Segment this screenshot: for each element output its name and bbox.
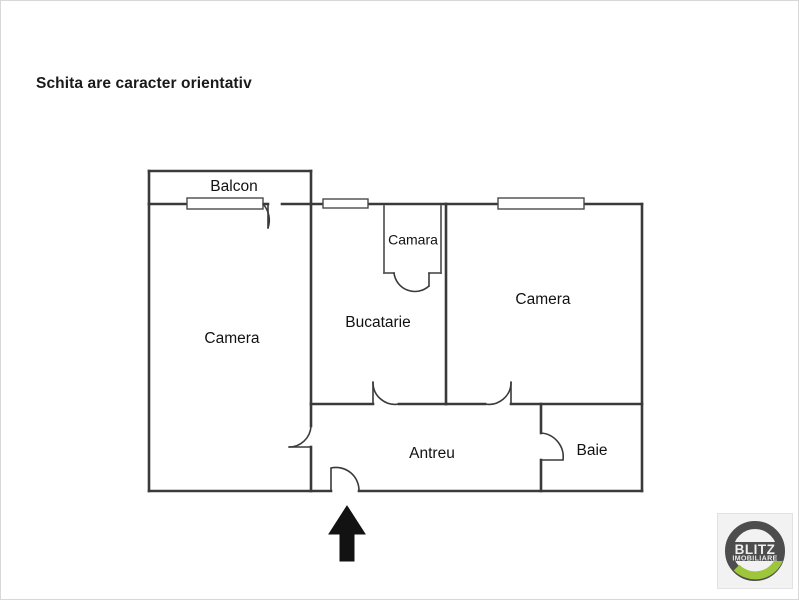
room-label-camera-left: Camera — [204, 330, 260, 347]
logo-text-plate — [727, 542, 783, 561]
room-label-camera-right: Camera — [515, 291, 571, 308]
room-label-camara: Camara — [388, 232, 438, 248]
camera-right-door-arc — [484, 381, 512, 406]
room-label-antreu: Antreu — [409, 445, 455, 462]
bucatarie-window-icon — [322, 198, 369, 209]
logo-graphic: BLITZ IMOBILIARE — [725, 521, 785, 581]
page-title: Schita are caracter orientativ — [36, 75, 252, 92]
logo-subtitle-text: IMOBILIARE — [732, 553, 777, 562]
balcon-door-arc — [262, 203, 271, 229]
entrance-arrow — [328, 505, 366, 562]
balcon-window-icon — [186, 197, 264, 210]
room-label-balcon: Balcon — [210, 178, 257, 195]
camera-window-icon — [497, 197, 585, 210]
baie-door-arc — [540, 432, 564, 461]
structural-walls — [147, 169, 644, 493]
logo-accent-arc — [733, 556, 784, 580]
camara-walls — [383, 205, 442, 274]
camera-left-door-arc — [288, 425, 312, 448]
entrance-door-arc — [330, 466, 360, 492]
room-label-bucatarie: Bucatarie — [345, 314, 410, 331]
logo-brand-text: BLITZ — [735, 542, 776, 557]
room-labels: Balcon Camera Bucatarie Camara Camera An… — [204, 178, 607, 462]
doors — [262, 203, 564, 492]
bucatarie-door-arc — [372, 381, 400, 406]
brand-logo: BLITZ IMOBILIARE — [717, 513, 793, 589]
room-label-baie: Baie — [576, 442, 607, 459]
camara-door-arc — [393, 272, 430, 293]
